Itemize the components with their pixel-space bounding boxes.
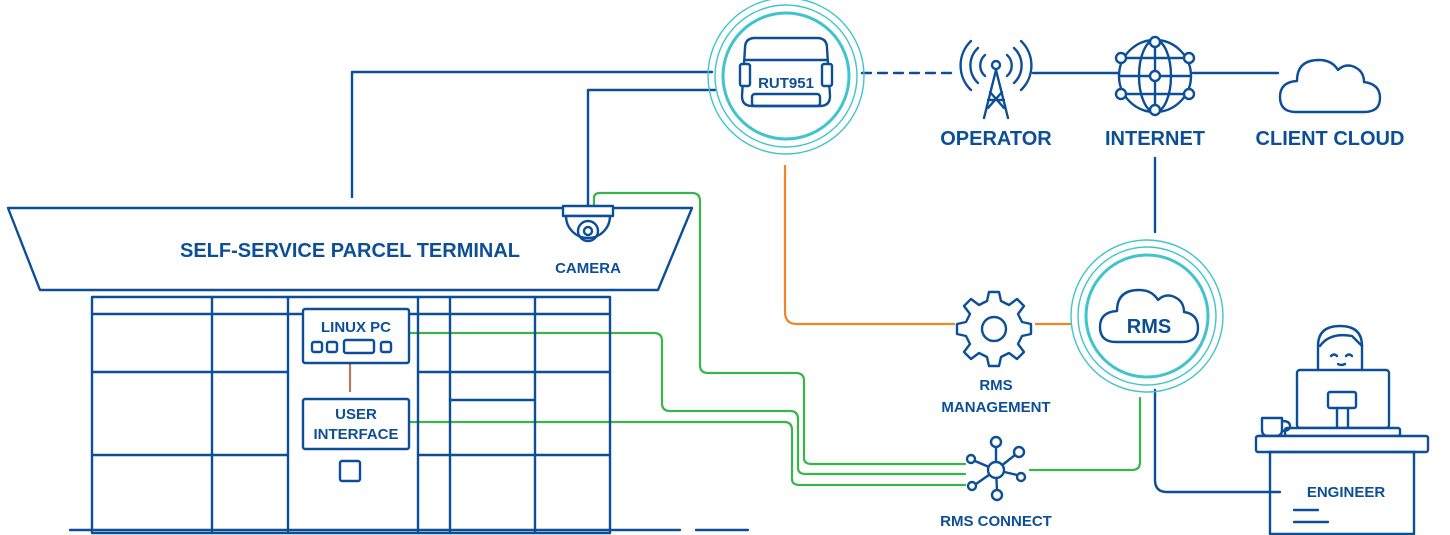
rms-cloud-icon	[1098, 288, 1200, 344]
line-router-management	[783, 165, 955, 326]
rms-node: RMS	[1070, 239, 1224, 393]
line-camera-connect	[592, 191, 967, 466]
linux-pc-label: LINUX PC	[321, 319, 391, 336]
line-pc-connect	[406, 331, 967, 476]
keypad-square	[338, 459, 362, 483]
router-icon: RUT951	[738, 36, 834, 108]
hub-network-icon	[965, 435, 1027, 502]
ui-label-line2: INTERFACE	[313, 426, 398, 443]
engineer-node: ENGINEER	[1254, 324, 1430, 535]
gear-icon	[955, 290, 1033, 368]
camera-icon	[576, 219, 600, 243]
operator-label: OPERATOR	[940, 128, 1052, 150]
internet-node: INTERNET	[1105, 35, 1205, 150]
line-camera-router	[586, 88, 717, 208]
client-cloud-label: CLIENT CLOUD	[1256, 128, 1405, 150]
client-cloud-node: CLIENT CLOUD	[1256, 58, 1405, 150]
antenna-tower-icon	[959, 39, 1033, 120]
rms-management-line1: RMS	[979, 377, 1012, 394]
line-rms-engineer	[1153, 388, 1282, 494]
desk-top	[1254, 434, 1430, 454]
rms-management-line2: MANAGEMENT	[941, 399, 1050, 416]
rms-connect-node: RMS CONNECT	[940, 435, 1052, 530]
router-label: RUT951	[758, 75, 814, 92]
connection-lines	[348, 70, 1282, 494]
linux-pc: LINUX PC	[301, 307, 411, 365]
engineer-label: ENGINEER	[1307, 484, 1386, 501]
camera: CAMERA	[555, 204, 621, 277]
ui-label-line1: USER	[335, 406, 377, 423]
terminal-label: SELF-SERVICE PARCEL TERMINAL	[180, 240, 520, 262]
router-node: RUT951	[707, 0, 865, 155]
line-connect-rms	[1028, 396, 1142, 472]
internet-label: INTERNET	[1105, 128, 1205, 150]
monitor-icon	[1295, 368, 1391, 432]
desk-drawer	[1268, 450, 1416, 535]
cloud-icon	[1278, 58, 1382, 114]
operator-node: OPERATOR	[940, 39, 1052, 150]
rms-label: RMS	[1127, 316, 1171, 338]
parcel-terminal: SELF-SERVICE PARCEL TERMINAL	[6, 206, 750, 535]
globe-network-icon	[1114, 35, 1196, 117]
terminal-cabinet	[90, 295, 612, 535]
camera-label: CAMERA	[555, 260, 621, 277]
user-interface: USER INTERFACE	[301, 397, 411, 483]
line-ui-connect	[406, 420, 967, 487]
rms-connect-label: RMS CONNECT	[940, 513, 1052, 530]
terminal-roof	[6, 206, 694, 292]
rms-management-node: RMS MANAGEMENT	[941, 290, 1051, 416]
line-terminal-router	[350, 70, 714, 199]
engineer-person-icon	[1296, 324, 1386, 432]
